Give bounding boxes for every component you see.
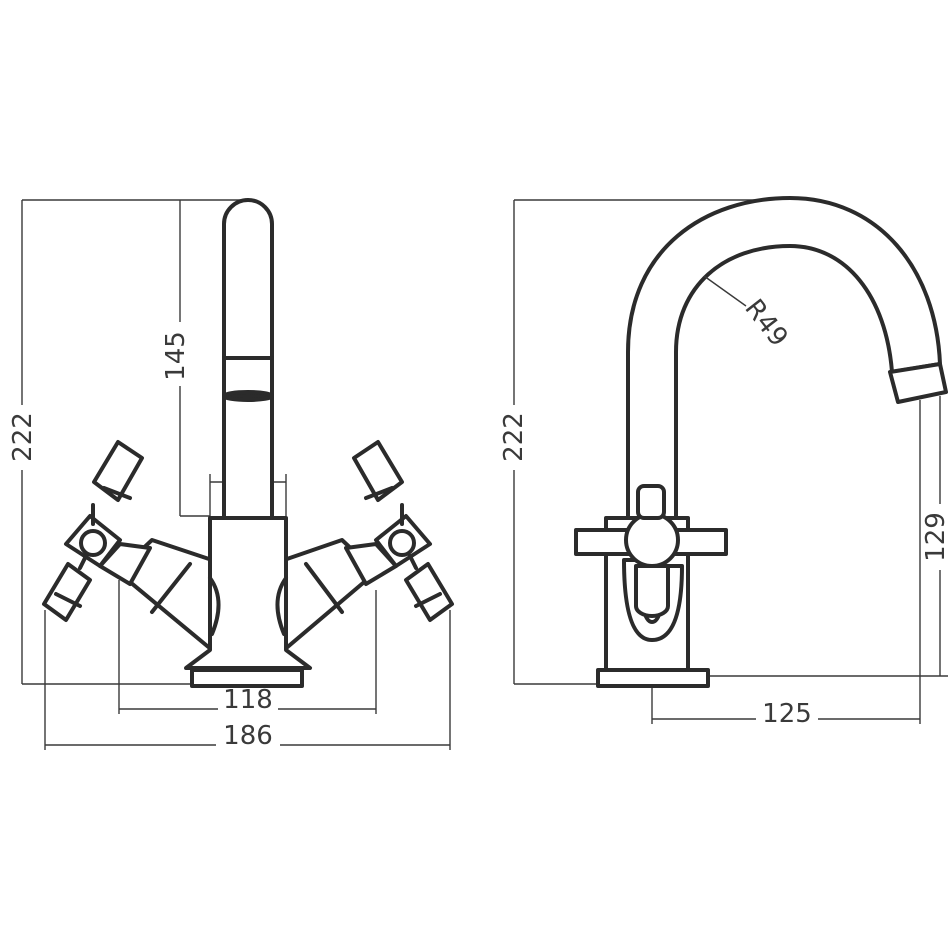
front-spout: [222, 198, 274, 520]
front-dim-height-spout: 145: [161, 200, 210, 517]
front-left-valve: [42, 440, 214, 652]
side-view: 222 129 125 R49: [499, 196, 951, 729]
side-dim-reach: 125: [651, 400, 921, 729]
side-radius-label: R49: [738, 294, 793, 353]
side-outlet-height-label: 129: [921, 512, 951, 562]
front-body-width-label: 118: [223, 685, 273, 715]
side-body: [574, 484, 728, 688]
front-dim-overall-width: 186: [44, 610, 451, 751]
side-dim-outlet-height: 129: [700, 396, 951, 677]
front-height-spout-label: 145: [161, 331, 191, 381]
front-body: [184, 516, 312, 688]
side-reach-label: 125: [762, 699, 812, 729]
side-dim-height-total: 222: [499, 199, 790, 685]
side-spout: R49: [626, 196, 948, 522]
front-overall-width-label: 186: [223, 721, 273, 751]
front-view: 222 145 35 118: [8, 198, 454, 751]
side-height-total-label: 222: [499, 412, 529, 462]
front-dim-body-width: 118: [118, 580, 377, 715]
front-dim-height-total: 222: [8, 199, 250, 685]
front-right-valve: [282, 440, 454, 652]
front-height-total-label: 222: [8, 412, 38, 462]
